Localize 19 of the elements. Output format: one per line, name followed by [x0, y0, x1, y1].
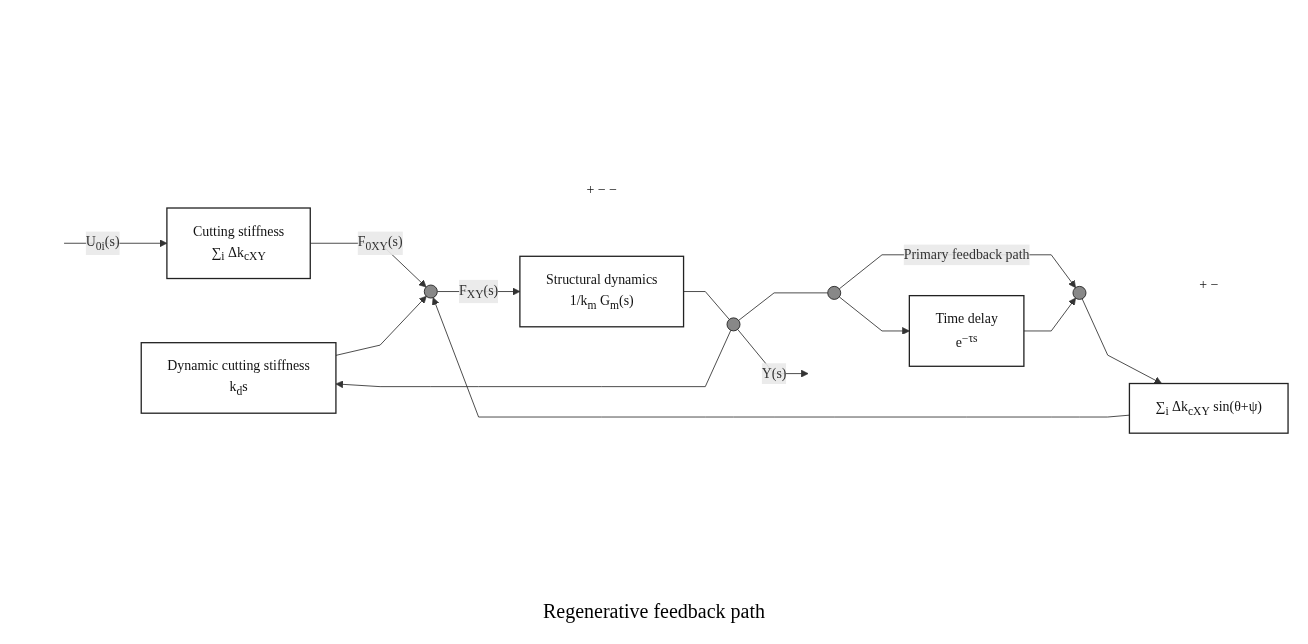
edge-label: Primary feedback path — [903, 247, 1030, 263]
node-circle — [1072, 286, 1087, 301]
node-circle — [726, 317, 741, 332]
node-circle — [827, 286, 842, 301]
node-box: Cutting stiffness ∑$_{i}$ Δk$_{cXY}$ — [166, 207, 311, 280]
node-label: + − − — [586, 182, 617, 197]
edge-label: F$_{XY}$(s) — [459, 282, 499, 302]
node-label: + − — [1199, 276, 1219, 292]
node-box: Structural dynamics 1/k$_{m}$ G$_{m}$(s) — [519, 256, 685, 328]
node-box: Dynamic cutting stiffness k$_{d}$s — [140, 342, 337, 415]
node-circle — [423, 285, 438, 299]
edge-label: U$_{0i}$(s) — [85, 234, 120, 253]
path-label: Regenerative feedback path — [541, 600, 767, 623]
connector — [738, 292, 829, 322]
edge-label: F$_{0XY}$(s) — [357, 234, 403, 253]
node-box: Time delay e$^{−τs}$ — [908, 295, 1025, 368]
connector — [683, 291, 730, 321]
node-box: ∑$_{i}$ Δk$_{cXY}$ sin(θ+ψ) — [1128, 383, 1289, 435]
edge-label: Y(s) — [761, 366, 787, 381]
